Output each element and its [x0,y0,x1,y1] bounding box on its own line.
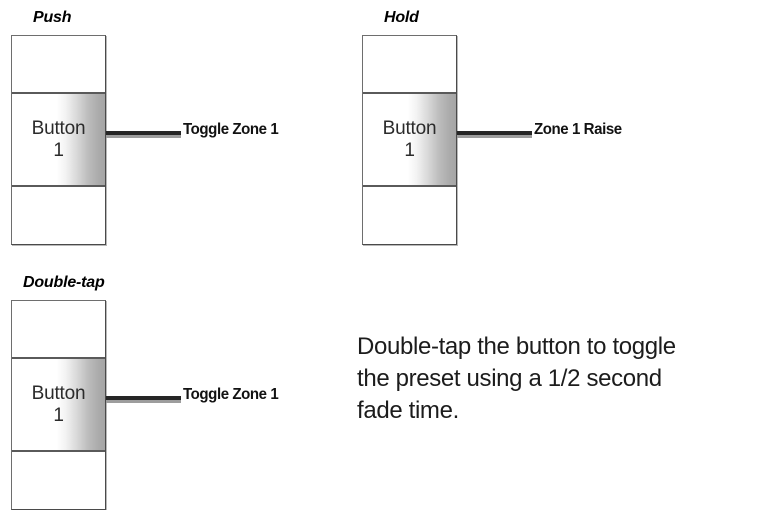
keypad-hold[interactable]: Button 1 [362,35,457,245]
callout-connector-line [106,396,181,400]
description-line-3: fade time. [357,396,459,424]
keypad-cell-button-1[interactable]: Button 1 [12,94,105,187]
keypad-cell-blank-top[interactable] [363,36,456,94]
button-label-text: Button [31,382,86,404]
keypad-cell-button-1[interactable]: Button 1 [363,94,456,187]
callout-label-hold: Zone 1 Raise [534,121,622,138]
keypad-cell-button-1[interactable]: Button 1 [12,359,105,452]
keypad-cell-blank-bottom[interactable] [363,187,456,244]
keypad-cell-blank-top[interactable] [12,36,105,94]
button-label-number: 1 [53,405,64,426]
keypad-cell-blank-bottom[interactable] [12,452,105,509]
callout-label-push: Toggle Zone 1 [183,121,279,138]
button-label-text: Button [31,117,86,139]
callout-connector-line [457,131,532,135]
description-paragraph: Double-tap the button to toggle the pres… [357,331,777,427]
callout-connector-line [106,131,181,135]
button-label-number: 1 [404,140,415,161]
callout-label-double-tap: Toggle Zone 1 [183,386,279,403]
keypad-cell-blank-bottom[interactable] [12,187,105,244]
description-line-2: the preset using a 1/2 second [357,364,662,392]
button-label-text: Button [382,117,437,139]
panel-title-double-tap: Double-tap [23,274,105,291]
panel-title-push: Push [33,9,72,26]
panel-title-hold: Hold [384,9,419,26]
keypad-push[interactable]: Button 1 [11,35,106,245]
keypad-cell-blank-top[interactable] [12,301,105,359]
button-label-number: 1 [53,140,64,161]
keypad-double-tap[interactable]: Button 1 [11,300,106,510]
description-line-1: Double-tap the button to toggle [357,333,676,360]
